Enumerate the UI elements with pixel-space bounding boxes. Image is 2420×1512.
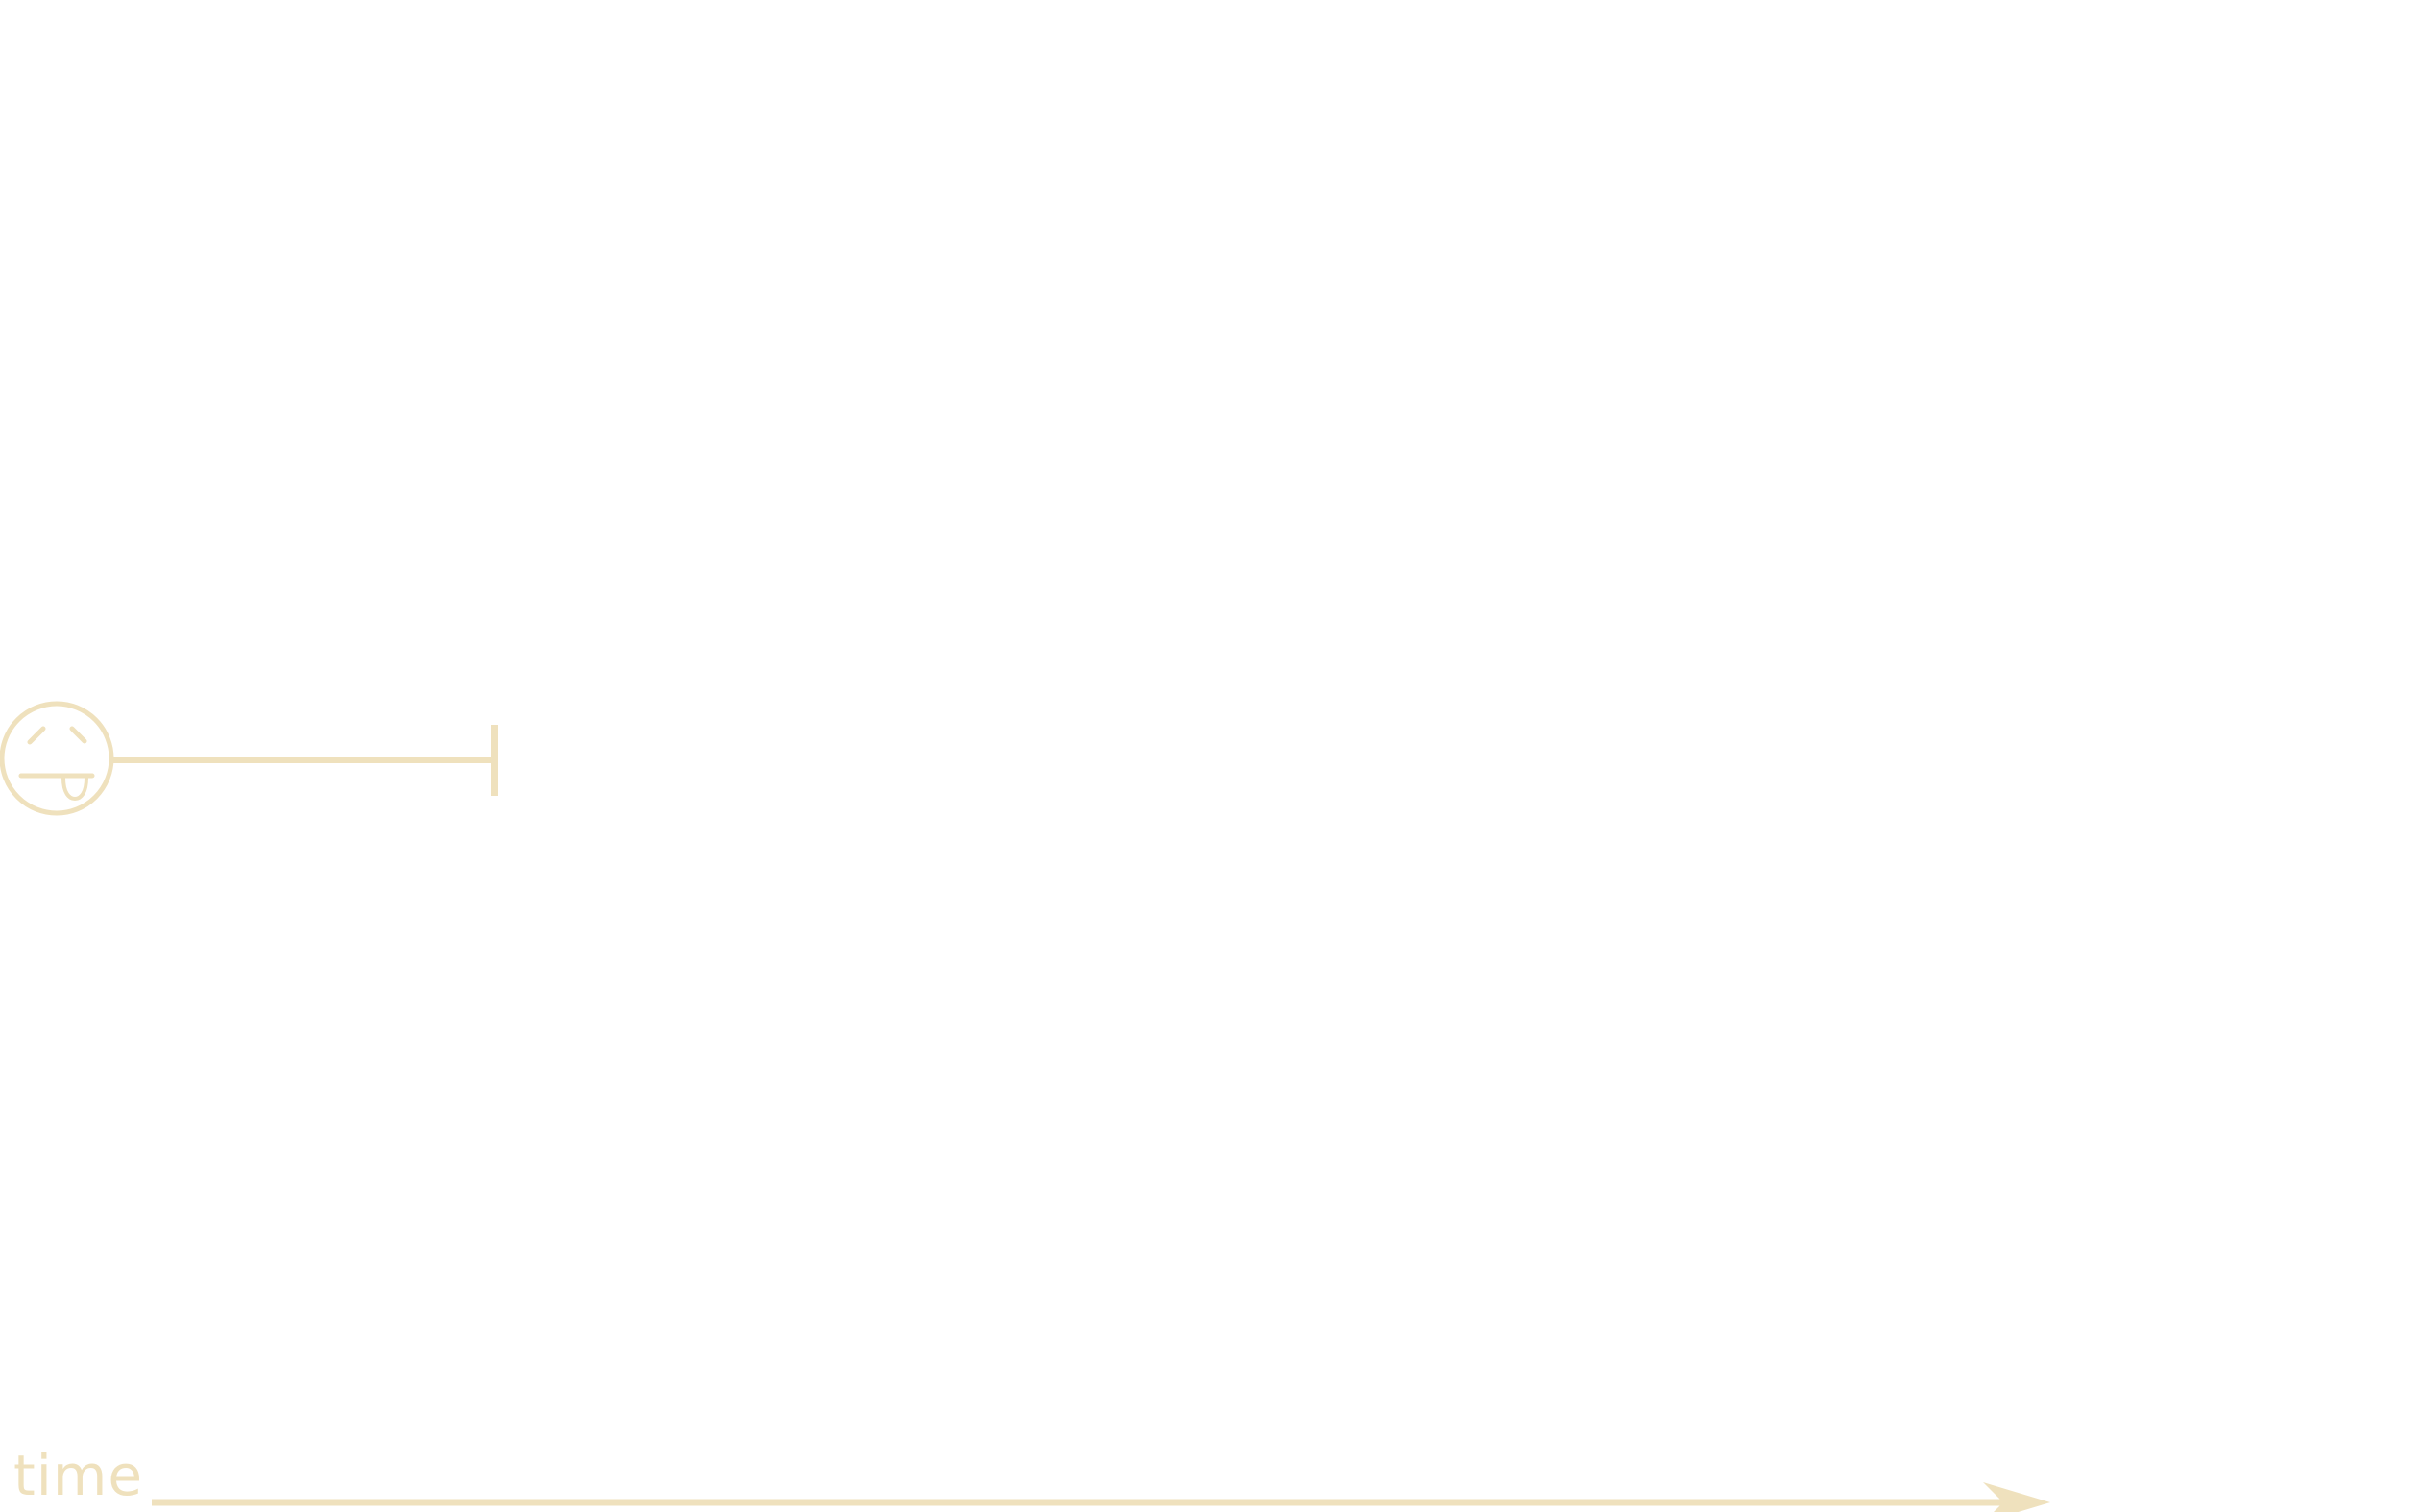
tongue-out-face-icon	[0, 701, 114, 816]
right-eye	[69, 726, 87, 744]
tongue	[61, 776, 88, 801]
time-axis-label: time	[13, 1443, 144, 1508]
face-outline	[0, 701, 114, 816]
left-eye	[27, 726, 46, 745]
time-axis-arrowhead	[1983, 1482, 2050, 1512]
